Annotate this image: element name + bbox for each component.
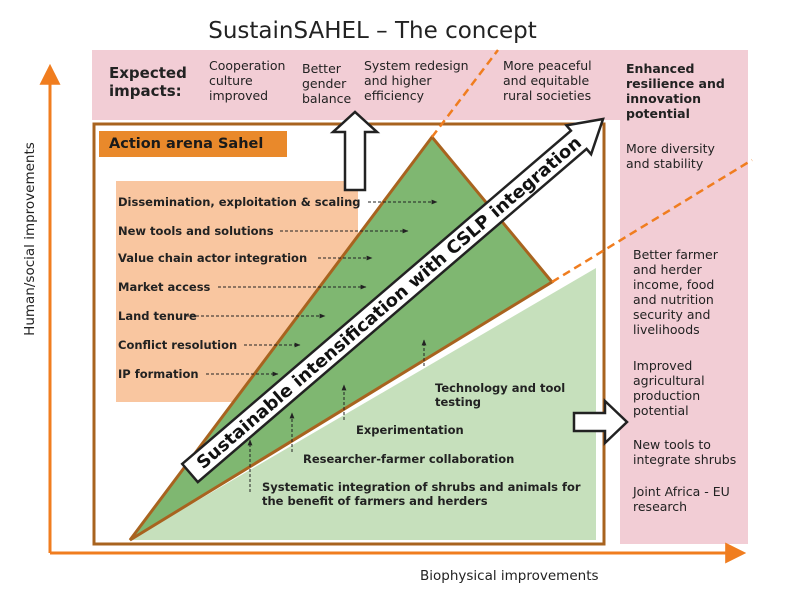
dashed-extension-top <box>431 49 499 138</box>
impact-line: Better <box>302 61 341 76</box>
label-experimentation: Experimentation <box>356 423 464 437</box>
label-line: Systematic integration of shrubs and ani… <box>262 480 581 494</box>
action-conflict-resolution: Conflict resolution <box>118 338 238 352</box>
impact-line: More peaceful <box>503 58 592 73</box>
outcomes-band <box>620 50 748 544</box>
label-line: testing <box>435 395 481 409</box>
action-ip-formation: IP formation <box>118 367 199 381</box>
impact-line: Enhanced <box>626 61 695 76</box>
impact-line: rural societies <box>503 88 592 103</box>
outcome-right-arrow <box>572 398 629 446</box>
impact-line: Cooperation <box>209 58 286 73</box>
action-land-tenure: Land tenure <box>118 309 197 323</box>
impact-line: gender <box>302 76 347 91</box>
outcome-joint-research: Joint Africa - EU research <box>633 484 730 514</box>
outcome-line: and nutrition <box>633 292 714 307</box>
action-new-tools: New tools and solutions <box>118 224 274 238</box>
action-arrows <box>186 199 438 377</box>
action-value-chain: Value chain actor integration <box>118 251 308 265</box>
outcome-line: production <box>633 388 701 403</box>
outcome-line: New tools to <box>633 437 711 452</box>
impact-enhanced-resilience: Enhanced resilience and innovation poten… <box>626 61 725 121</box>
page-title: SustainSAHEL – The concept <box>208 18 537 44</box>
impact-line: improved <box>209 88 269 103</box>
outcome-farmer-income: Better farmer and herder income, food an… <box>633 247 718 337</box>
action-arena-label: Action arena Sahel <box>99 131 287 157</box>
label-technology-testing: Technology and tool testing <box>435 381 565 409</box>
impact-system-redesign: System redesign and higher efficiency <box>364 58 469 103</box>
outcome-line: Better farmer <box>633 247 718 262</box>
outcome-line: integrate shrubs <box>633 452 737 467</box>
impact-line: and stability <box>626 156 704 171</box>
impact-line: and equitable <box>503 73 590 88</box>
impact-line: innovation <box>626 91 701 106</box>
impact-line: and higher <box>364 73 432 88</box>
outcome-line: security and <box>633 307 711 322</box>
outcome-line: income, food <box>633 277 715 292</box>
expected-impacts-label-line1: Expected <box>109 64 187 82</box>
impact-up-arrow <box>329 110 381 192</box>
impact-gender: Better gender balance <box>302 61 351 106</box>
impact-line: efficiency <box>364 88 425 103</box>
action-dissemination: Dissemination, exploitation & scaling <box>118 195 361 209</box>
dashed-extension-bottom <box>551 158 753 284</box>
impact-peaceful: More peaceful and equitable rural societ… <box>503 58 592 103</box>
label-systematic-integration: Systematic integration of shrubs and ani… <box>262 480 581 508</box>
impact-line: culture <box>209 73 253 88</box>
outcome-line: livelihoods <box>633 322 700 337</box>
expected-impacts-label-line2: impacts: <box>109 82 182 100</box>
outcome-line: Improved <box>633 358 693 373</box>
impact-line: More diversity <box>626 141 715 156</box>
y-axis-label: Human/social improvements <box>22 142 38 336</box>
outcome-line: and herder <box>633 262 702 277</box>
impact-line: resilience and <box>626 76 725 91</box>
outcome-new-tools: New tools to integrate shrubs <box>633 437 736 467</box>
label-line: the benefit of farmers and herders <box>262 494 488 508</box>
label-researcher-farmer: Researcher-farmer collaboration <box>303 452 515 466</box>
expected-impacts-label: Expected impacts: <box>109 64 187 100</box>
action-market-access: Market access <box>118 280 211 294</box>
outcome-line: agricultural <box>633 373 705 388</box>
impact-cooperation: Cooperation culture improved <box>209 58 285 103</box>
lower-green-region <box>130 268 596 540</box>
expected-impacts-band <box>92 50 622 120</box>
outcome-line: potential <box>633 403 689 418</box>
label-line: Technology and tool <box>435 381 566 395</box>
x-axis-label: Biophysical improvements <box>420 568 599 584</box>
outcome-agricultural-potential: Improved agricultural production potenti… <box>633 358 705 418</box>
impact-diversity: More diversity and stability <box>626 141 715 171</box>
outcome-line: research <box>633 499 688 514</box>
outcome-line: Joint Africa - EU <box>633 484 730 499</box>
impact-line: potential <box>626 106 690 121</box>
impact-line: System redesign <box>364 58 469 73</box>
impact-line: balance <box>302 91 352 106</box>
lower-arrows <box>247 339 427 492</box>
